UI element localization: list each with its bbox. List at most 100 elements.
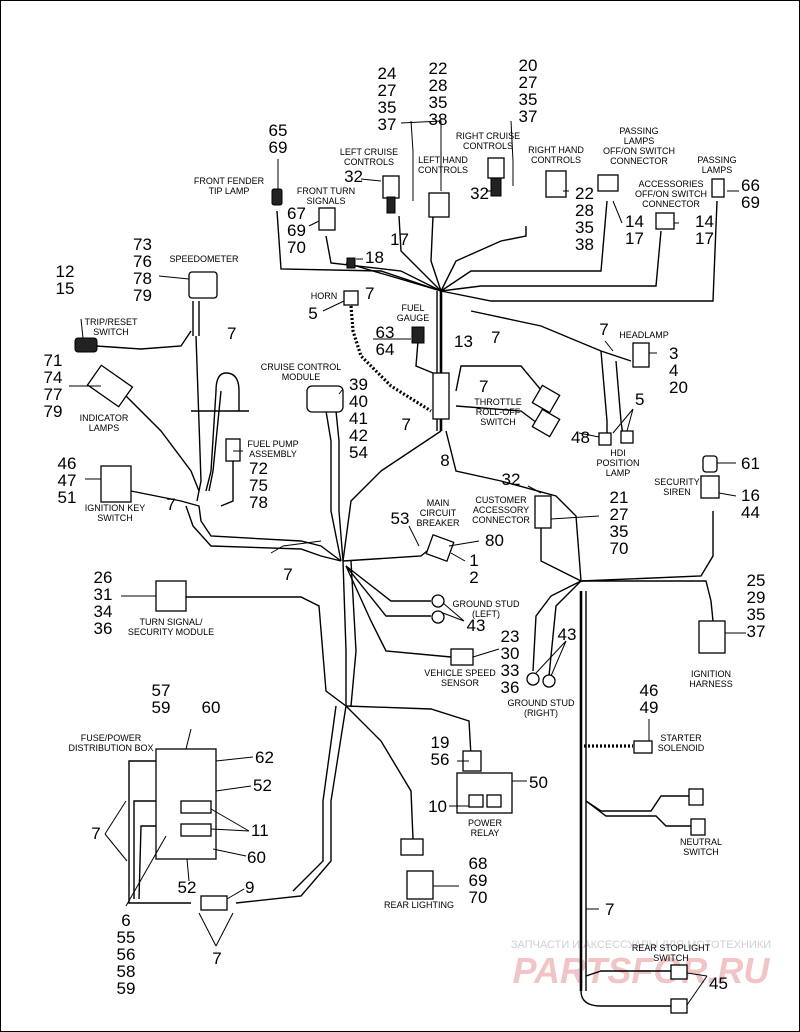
callout-number: 35 xyxy=(519,90,538,109)
speedometer-connector[interactable] xyxy=(188,271,218,299)
left-hand-controls-connector[interactable] xyxy=(428,192,450,218)
rear-lighting-connector-2[interactable] xyxy=(406,870,434,900)
callout-c-9: 9 xyxy=(245,878,254,897)
ground-stud-left-1[interactable] xyxy=(431,594,445,608)
callout-number: 11 xyxy=(251,821,269,840)
right-cruise-controls-connector[interactable] xyxy=(487,157,505,179)
callout-number: 7 xyxy=(365,284,374,303)
callout-number: 55 xyxy=(117,928,136,947)
callout-c-60-top: 60 xyxy=(202,698,221,717)
label-horn: HORN xyxy=(311,291,338,301)
headlamp-connector[interactable] xyxy=(632,342,650,368)
front-turn-signals-connector[interactable] xyxy=(318,207,336,231)
callout-number: 70 xyxy=(610,539,629,558)
starter-solenoid-connector[interactable] xyxy=(633,740,653,754)
rear-stoplight-switch-1[interactable] xyxy=(670,964,688,980)
callout-number: 7 xyxy=(91,824,100,843)
rear-lighting-connector-1[interactable] xyxy=(400,838,424,856)
callout-number: 47 xyxy=(58,471,77,490)
callout-c-18: 18 xyxy=(365,248,384,267)
callout-c-53: 53 xyxy=(391,509,410,528)
ground-stud-left-2[interactable] xyxy=(431,610,445,624)
callout-number: 54 xyxy=(349,443,368,462)
trip-reset-switch[interactable] xyxy=(74,337,98,353)
vehicle-speed-sensor-connector[interactable] xyxy=(450,648,474,666)
neutral-switch-2[interactable] xyxy=(690,818,706,836)
ground-stud-right-2[interactable] xyxy=(542,674,556,688)
left-cruise-controls-connector[interactable] xyxy=(382,175,400,199)
main-junction-connector xyxy=(432,372,450,420)
passing-lamps-switch-connector[interactable] xyxy=(597,174,619,192)
fuel-pump-connector[interactable] xyxy=(225,438,241,462)
wire-headlamp xyxy=(470,310,632,362)
callout-number: 59 xyxy=(152,698,171,717)
components xyxy=(74,157,726,1014)
turn-signal-security-module[interactable] xyxy=(155,580,187,612)
label-headlamp: HEADLAMP xyxy=(619,330,669,340)
callout-c-52-top: 52 xyxy=(253,776,272,795)
main-circuit-breaker[interactable] xyxy=(425,534,455,562)
wire-turn-module xyxy=(186,596,347,707)
callout-number: 43 xyxy=(467,616,486,635)
callout-c-8: 8 xyxy=(440,451,449,470)
cruise-control-module[interactable] xyxy=(306,385,344,413)
wire-passing-lamps xyxy=(440,200,718,302)
callout-number: 10 xyxy=(428,797,447,816)
wire-main-breaker xyxy=(342,545,434,562)
connector-9[interactable] xyxy=(200,895,228,911)
callout-c-5-hdi: 5 xyxy=(635,390,644,409)
callout-number: 25 xyxy=(747,571,766,590)
callout-number: 80 xyxy=(485,531,504,550)
passing-lamps-connector[interactable] xyxy=(711,178,725,198)
horn-connector[interactable] xyxy=(343,290,359,306)
customer-accessory-connector[interactable] xyxy=(534,495,552,529)
callout-c-7-headlamp: 7 xyxy=(599,320,608,339)
callout-number: 35 xyxy=(747,605,766,624)
front-fender-tip-lamp-connector[interactable] xyxy=(271,188,283,206)
fuse-slot-2 xyxy=(180,823,212,837)
throttle-roll-off-switch-2[interactable] xyxy=(531,408,561,438)
hdi-position-lamp-1[interactable] xyxy=(598,432,612,446)
callout-number: 37 xyxy=(747,622,766,641)
callout-number: 50 xyxy=(529,773,548,792)
right-hand-controls-connector[interactable] xyxy=(545,170,567,198)
callout-c-32-right: 32 xyxy=(470,184,489,203)
indicator-lamps-connector[interactable] xyxy=(86,364,134,408)
ignition-harness-connector[interactable] xyxy=(698,620,726,654)
callout-number: 46 xyxy=(58,454,77,473)
callout-number: 38 xyxy=(575,235,594,254)
callout-number: 76 xyxy=(133,252,152,271)
callout-number: 51 xyxy=(58,488,77,507)
callout-number: 7 xyxy=(479,377,488,396)
connector-18[interactable] xyxy=(346,257,356,269)
ignition-key-switch[interactable] xyxy=(100,465,132,503)
callout-number: 19 xyxy=(431,733,450,752)
security-siren[interactable] xyxy=(700,475,720,499)
callout-c-7-lower: 7 xyxy=(283,565,292,584)
neutral-switch-1[interactable] xyxy=(688,788,704,806)
hdi-position-lamp-2[interactable] xyxy=(620,430,634,444)
fuel-gauge-connector[interactable] xyxy=(411,326,425,344)
callout-c-80: 80 xyxy=(485,531,504,550)
power-relay[interactable] xyxy=(456,772,513,814)
callout-number: 37 xyxy=(519,107,538,126)
callout-number: 66 xyxy=(741,176,760,195)
rear-stoplight-switch-2[interactable] xyxy=(670,998,688,1014)
ground-stud-right-1[interactable] xyxy=(526,672,540,686)
wire-ignition-key-2 xyxy=(185,505,342,562)
accessories-switch-connector[interactable] xyxy=(655,212,675,230)
callout-number: 42 xyxy=(349,426,368,445)
callout-number: 5 xyxy=(308,304,317,323)
wire-trunk-lower xyxy=(342,560,347,706)
callout-c-7-bottom: 7 xyxy=(212,949,221,968)
wire-fuel-pump-loop-2 xyxy=(208,390,222,492)
callout-number: 52 xyxy=(178,878,197,897)
callout-number: 15 xyxy=(56,279,75,298)
throttle-roll-off-switch-1[interactable] xyxy=(531,384,561,414)
